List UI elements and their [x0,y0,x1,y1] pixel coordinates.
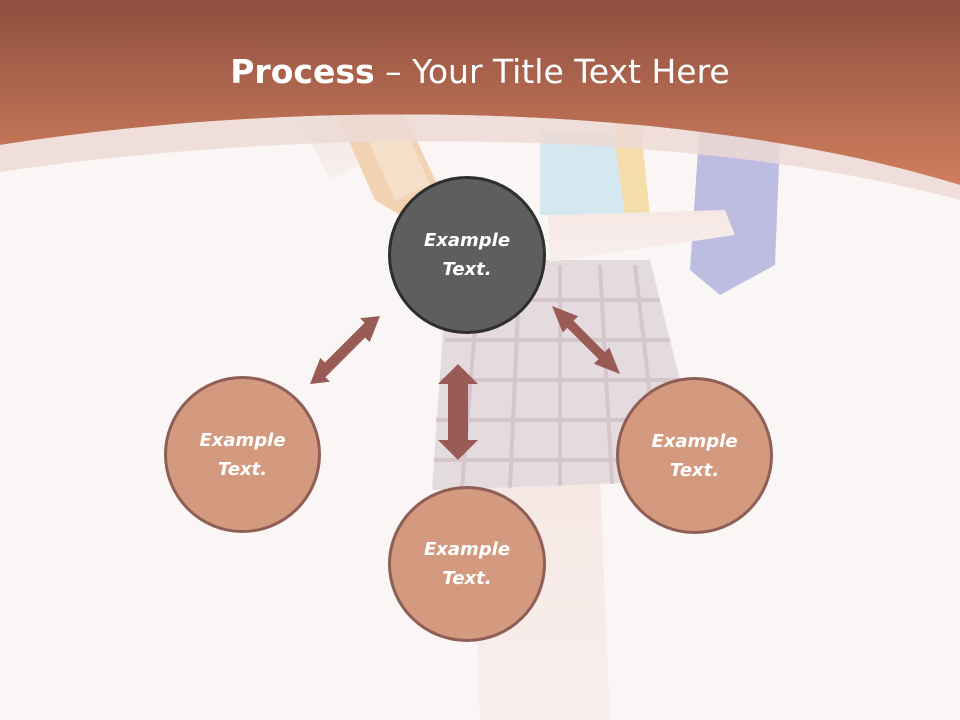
diagram-arrows [310,306,620,460]
process-node-left: Example Text. [164,376,321,533]
node-center-line2: Text. [442,259,492,280]
process-node-bottom: Example Text. [388,486,546,642]
node-bottom-line1: Example [423,539,511,560]
node-right-line1: Example [651,430,738,452]
node-left-line2: Text. [217,458,268,480]
node-center-line1: Example [423,230,511,251]
header-swoosh [0,114,960,200]
double-arrow-center-bottom [438,364,478,460]
node-left-line1: Example [199,429,286,451]
double-arrow-center-right [552,306,620,374]
title-bold-part: Process [230,52,375,91]
title-rest-part: – Your Title Text Here [374,52,730,91]
process-node-center: Example Text. [388,176,546,334]
node-bottom-line2: Text. [442,568,492,589]
process-node-right: Example Text. [616,377,773,534]
header-band [0,0,960,185]
slide-title: Process – Your Title Text Here [0,52,960,91]
node-right-line2: Text. [669,459,720,481]
double-arrow-center-left [310,316,380,384]
